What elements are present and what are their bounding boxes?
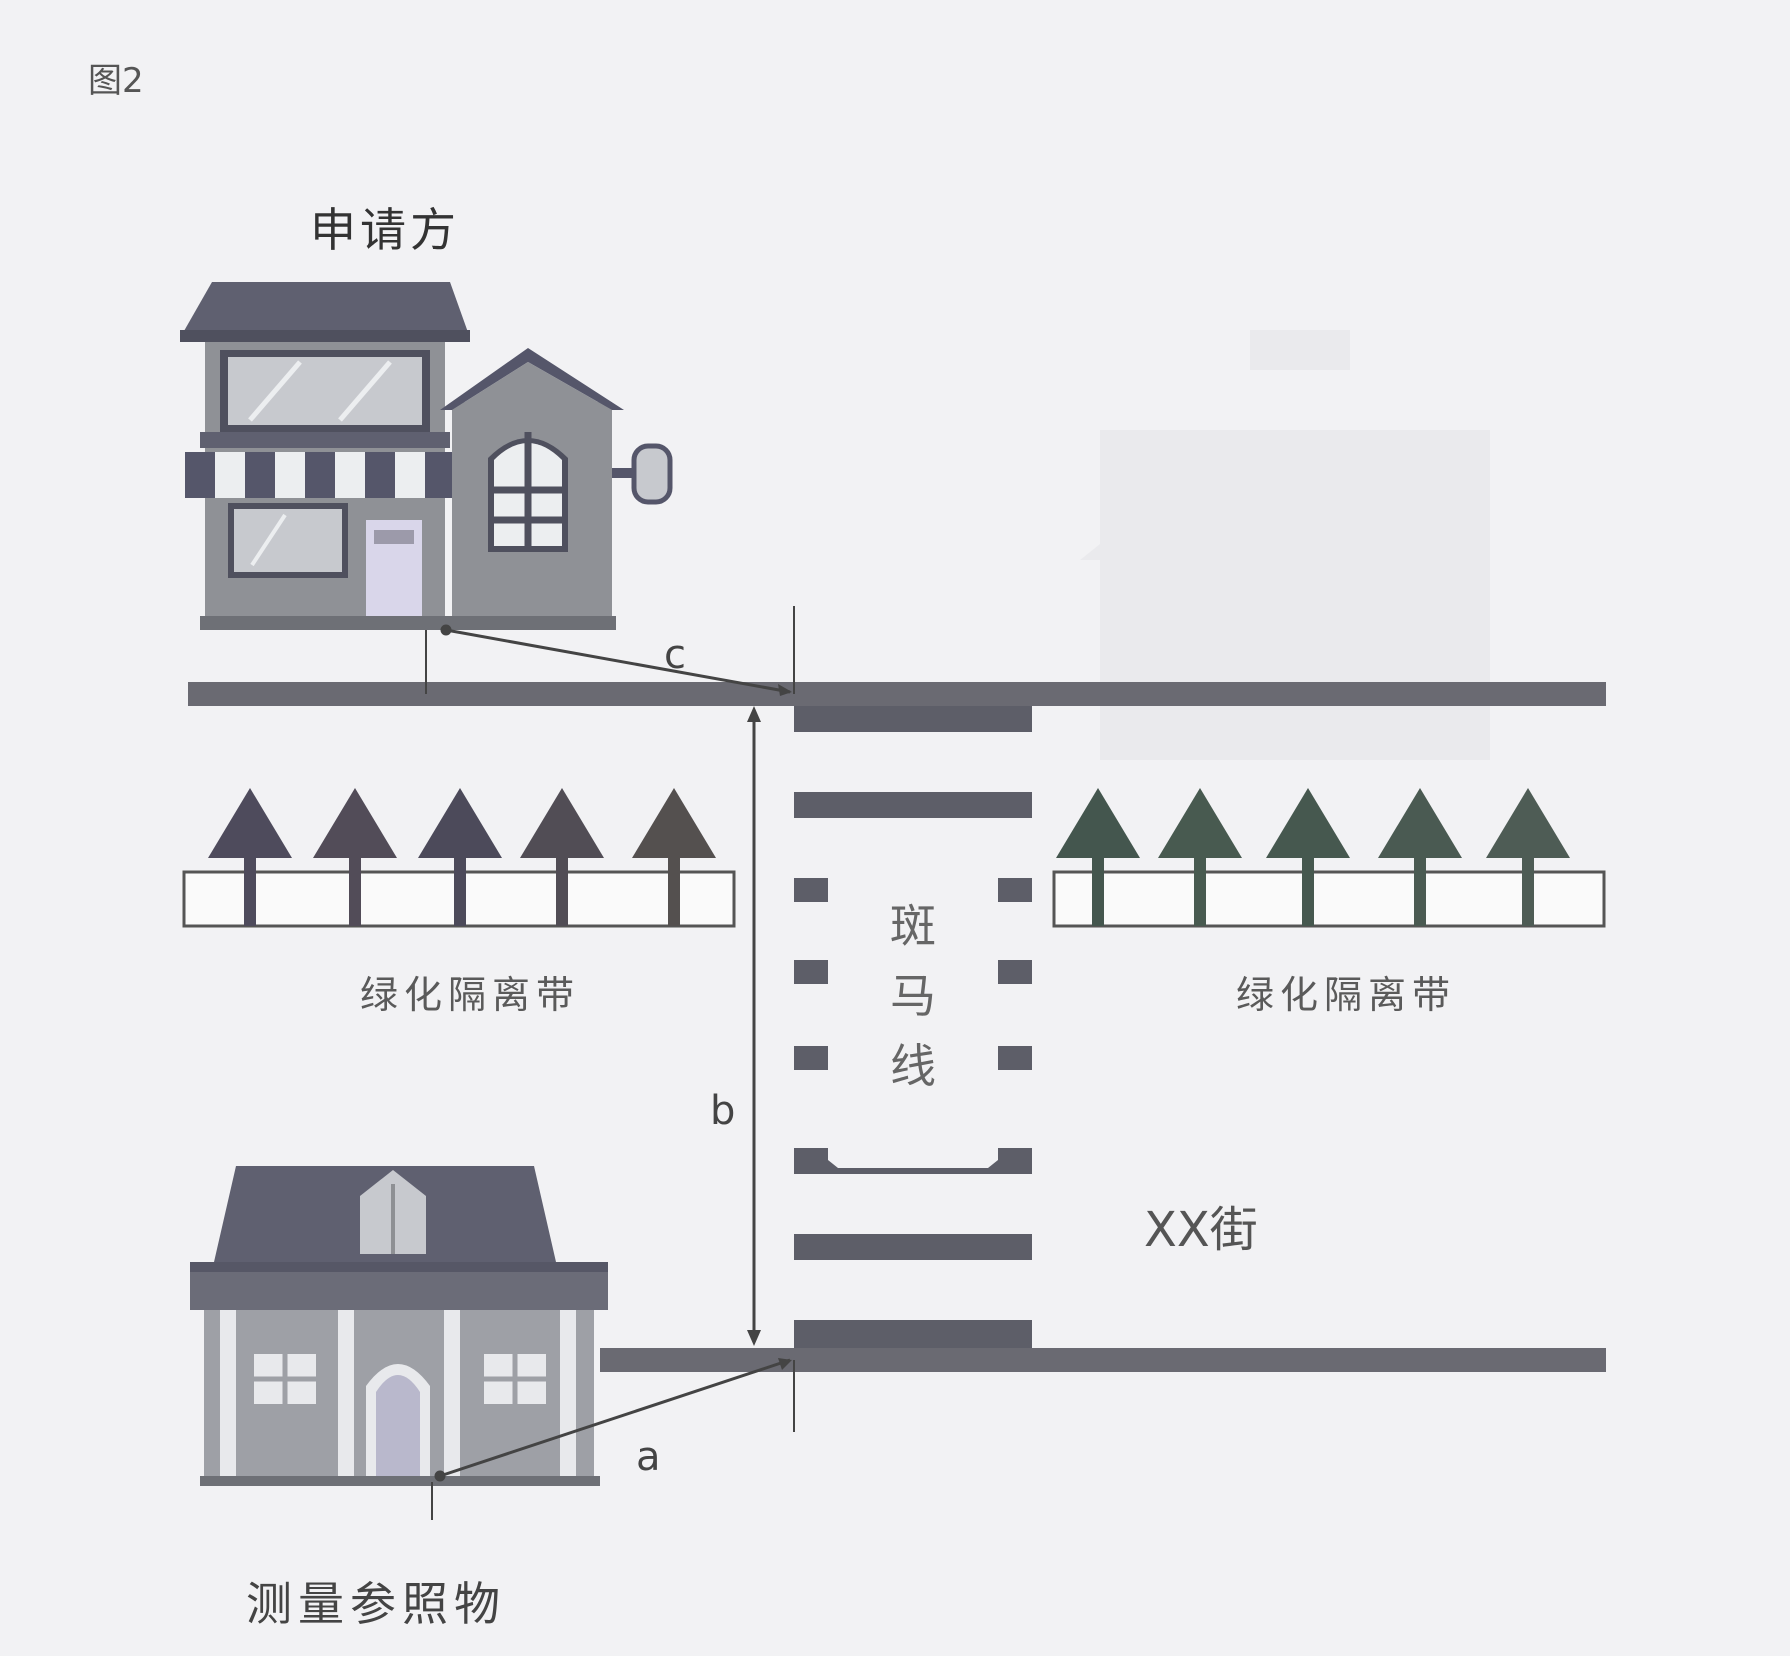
tree-icon xyxy=(1056,788,1140,926)
tree-icon xyxy=(418,788,502,926)
reference-house-icon xyxy=(190,1166,608,1486)
green-belt-left-label: 绿化隔离带 xyxy=(360,973,580,1017)
green-belt-left: 绿化隔离带 xyxy=(182,788,736,1017)
street-label: XX街 xyxy=(1144,1202,1258,1258)
tree-icon xyxy=(313,788,397,926)
distance-label-c: c xyxy=(664,632,686,678)
crosswalk xyxy=(794,706,1032,1348)
crosswalk-label: 斑 马 线 xyxy=(890,899,936,1093)
crosswalk-char-1: 斑 xyxy=(890,899,936,953)
tree-icon xyxy=(520,788,604,926)
tree-icon xyxy=(208,788,292,926)
crosswalk-char-3: 线 xyxy=(890,1039,936,1093)
awning-stripes xyxy=(185,452,455,498)
tree-icon xyxy=(1486,788,1570,926)
tree-icon xyxy=(1158,788,1242,926)
distance-label-b: b xyxy=(710,1088,735,1134)
figure-label: 图2 xyxy=(88,61,144,101)
green-belt-right-label: 绿化隔离带 xyxy=(1236,973,1456,1017)
tree-icon xyxy=(1266,788,1350,926)
distance-label-a: a xyxy=(636,1434,661,1480)
green-belt-right: 绿化隔离带 xyxy=(1052,788,1606,1017)
measurement-lines xyxy=(425,606,795,1520)
road-edge-bottom xyxy=(600,1348,1606,1372)
crosswalk-char-2: 马 xyxy=(890,969,936,1023)
applicant-shop-icon xyxy=(180,282,673,630)
tree-icon xyxy=(632,788,716,926)
tree-icon xyxy=(1378,788,1462,926)
road-edge-top xyxy=(188,682,1606,706)
applicant-label: 申请方 xyxy=(310,203,460,257)
reference-label: 测量参照物 xyxy=(246,1577,506,1631)
